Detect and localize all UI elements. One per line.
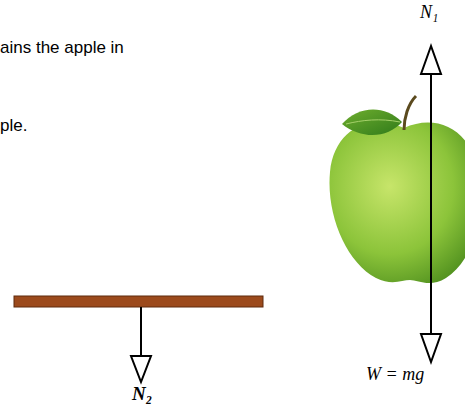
surface-bar xyxy=(14,296,263,307)
arrowhead xyxy=(421,46,441,74)
body-text: ple. xyxy=(0,116,27,136)
body-text: ains the apple in xyxy=(0,38,124,58)
force-line xyxy=(140,307,142,356)
arrowhead xyxy=(131,356,151,382)
force-label: W = mg xyxy=(366,364,424,385)
force-label: N₂ xyxy=(132,383,152,405)
force-line xyxy=(430,74,432,334)
apple-leaf xyxy=(342,109,402,135)
leaf-vein xyxy=(346,120,400,124)
apple-stem xyxy=(404,96,416,130)
arrowhead xyxy=(421,334,441,362)
apple-body xyxy=(329,122,465,283)
force-label: N₁ xyxy=(420,2,438,23)
